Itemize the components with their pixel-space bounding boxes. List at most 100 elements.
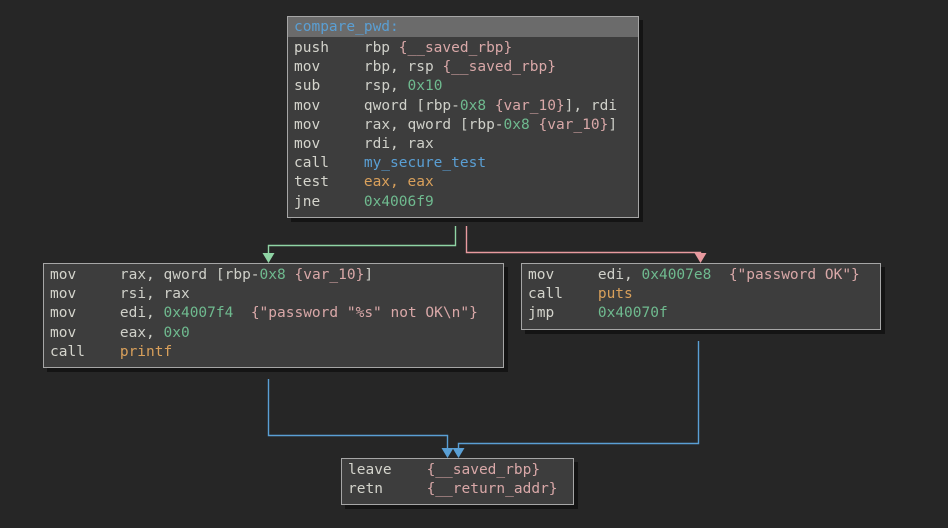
offset-value: 0x8 (503, 116, 530, 133)
operand-pad (329, 174, 364, 190)
mnemonic: mov (294, 136, 321, 153)
operand-pad (320, 59, 364, 75)
operand-pad (320, 136, 364, 152)
instruction-row[interactable]: mov rbp, rsp {__saved_rbp} (294, 58, 632, 77)
call-target-import[interactable]: printf (119, 343, 173, 360)
operand-pad (320, 194, 364, 210)
operands: edi, (119, 305, 164, 322)
instruction-row[interactable]: mov eax, 0x0 (50, 324, 497, 343)
instruction-row[interactable]: test eax, eax (294, 173, 632, 192)
operand-pad (320, 78, 364, 94)
instruction-row[interactable]: mov rdi, rax (294, 135, 632, 154)
immediate-address[interactable]: 0x4007f4 (163, 305, 234, 322)
instruction-row[interactable]: leave {__saved_rbp} (348, 461, 567, 480)
operand-pad (76, 267, 120, 283)
annotation: {__saved_rbp} (442, 59, 556, 76)
immediate-address[interactable]: 0x4007e8 (641, 267, 712, 283)
operands: rbp, rsp (363, 59, 443, 76)
operand-pad (392, 462, 427, 478)
mnemonic: call (528, 286, 563, 303)
edge-true-branch (465, 226, 707, 263)
instruction-row[interactable]: call my_secure_test (294, 154, 632, 173)
instruction-row[interactable]: call puts (528, 285, 874, 304)
instruction-row[interactable]: mov rax, qword [rbp-0x8 {var_10}] (294, 116, 632, 135)
operand-gap (711, 267, 728, 283)
operands: rax, qword [rbp- (119, 267, 260, 283)
mnemonic: mov (50, 267, 77, 283)
string-reference: {"password "%s" not OK\n"} (250, 305, 478, 322)
operands: rbp (363, 40, 399, 56)
branch-target-address[interactable]: 0x4006f9 (363, 193, 434, 210)
edge-false-to-exit (267, 379, 454, 458)
operands: eax, (119, 324, 164, 341)
operand-pad (329, 155, 364, 171)
annotation: {__saved_rbp} (398, 40, 513, 56)
instruction-row[interactable]: retn {__return_addr} (348, 480, 567, 499)
basic-block-epilogue[interactable]: leave {__saved_rbp} retn {__return_addr} (341, 458, 574, 506)
mnemonic: push (294, 40, 329, 56)
basic-block-entry[interactable]: compare_pwd: push rbp {__saved_rbp} mov … (287, 16, 639, 218)
annotation: {var_10} (494, 97, 565, 114)
instruction-row[interactable]: call printf (50, 343, 497, 362)
annotation: {__return_addr} (426, 481, 558, 498)
immediate-value: 0x0 (163, 324, 190, 341)
operand-pad (320, 117, 364, 133)
mnemonic: jne (294, 193, 321, 210)
operands: rdi, rax (363, 136, 434, 153)
operand-pad (554, 267, 598, 283)
instruction-row[interactable]: sub rsp, 0x10 (294, 77, 632, 96)
operand-sep (486, 98, 495, 114)
operand-pad (76, 286, 120, 302)
mnemonic: test (294, 174, 329, 191)
mnemonic: call (50, 343, 85, 360)
mnemonic: jmp (528, 305, 555, 322)
basic-block-password-not-ok[interactable]: mov rax, qword [rbp-0x8 {var_10}] mov rs… (43, 263, 504, 369)
operands: edi, (597, 267, 642, 283)
instruction-row[interactable]: mov edi, 0x4007e8 {"password OK"} (528, 266, 874, 285)
operand-pad (76, 305, 120, 321)
mnemonic: mov (294, 97, 321, 114)
operand-pad (563, 286, 598, 302)
instruction-row[interactable]: push rbp {__saved_rbp} (294, 39, 632, 58)
block-body: mov rax, qword [rbp-0x8 {var_10}] mov rs… (44, 264, 503, 367)
instruction-row[interactable]: jne 0x4006f9 (294, 193, 632, 212)
instruction-row[interactable]: mov rsi, rax (50, 285, 497, 304)
operand-pad (85, 344, 120, 360)
mnemonic: call (294, 155, 329, 172)
mnemonic: mov (294, 116, 321, 133)
mnemonic: mov (294, 59, 321, 76)
mnemonic: retn (348, 481, 383, 498)
mnemonic: leave (348, 462, 392, 478)
mnemonic: mov (50, 305, 77, 322)
operands: eax, eax (363, 174, 434, 191)
offset-value: 0x8 (459, 97, 487, 114)
string-reference: {"password OK"} (728, 267, 860, 283)
mnemonic: mov (50, 286, 77, 303)
instruction-row[interactable]: jmp 0x40070f (528, 304, 874, 323)
block-body: push rbp {__saved_rbp} mov rbp, rsp {__s… (288, 37, 638, 217)
call-target-import[interactable]: puts (597, 286, 633, 303)
operands: rsp, (363, 78, 408, 95)
operands-tail: ] (608, 116, 618, 133)
immediate-value: 0x10 (407, 78, 443, 95)
annotation: {var_10} (538, 116, 609, 133)
operands: qword [rbp- (363, 97, 460, 114)
mnemonic: mov (528, 267, 555, 283)
operand-pad (329, 40, 364, 56)
operand-pad (76, 325, 120, 341)
call-target-symbol[interactable]: my_secure_test (363, 155, 487, 172)
branch-target-address[interactable]: 0x40070f (597, 305, 668, 322)
instruction-row[interactable]: mov qword [rbp-0x8 {var_10}], rdi (294, 97, 632, 116)
block-body: mov edi, 0x4007e8 {"password OK"} call p… (522, 264, 880, 329)
basic-block-password-ok[interactable]: mov edi, 0x4007e8 {"password OK"} call p… (521, 263, 881, 330)
operand-pad (320, 98, 364, 114)
instruction-row[interactable]: mov rax, qword [rbp-0x8 {var_10}] (50, 266, 497, 285)
instruction-row[interactable]: mov edi, 0x4007f4 {"password "%s" not OK… (50, 304, 497, 323)
mnemonic: sub (294, 78, 321, 95)
operand-gap (233, 305, 250, 321)
operands-tail: ] (364, 267, 374, 283)
annotation: {__saved_rbp} (426, 462, 541, 478)
operand-pad (383, 481, 427, 497)
block-label-compare-pwd: compare_pwd: (288, 17, 638, 37)
